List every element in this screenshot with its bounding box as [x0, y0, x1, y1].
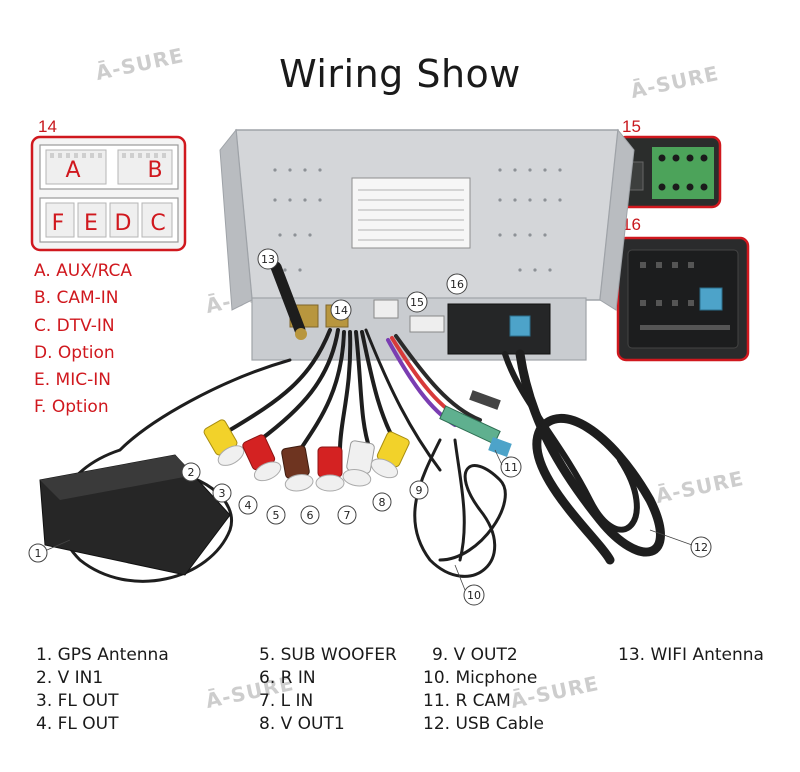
- callout-15: 15: [406, 291, 428, 313]
- svg-text:9: 9: [416, 484, 423, 497]
- box-label-16: 16: [622, 215, 641, 234]
- svg-text:13: 13: [261, 253, 275, 266]
- callout-12: 12: [690, 536, 712, 558]
- svg-text:15: 15: [410, 296, 424, 309]
- svg-text:5: 5: [273, 509, 280, 522]
- svg-text:2: 2: [188, 466, 195, 479]
- svg-text:3: 3: [219, 487, 226, 500]
- callout-7: 7: [337, 505, 357, 525]
- gps-antenna: [39, 448, 233, 583]
- legend-item: 12. USB Cable: [423, 714, 545, 734]
- svg-text:10: 10: [467, 589, 481, 602]
- legend-item: 5. SUB WOOFER: [259, 645, 397, 665]
- head-unit-chassis: [219, 128, 635, 361]
- svg-text:11: 11: [504, 461, 518, 474]
- svg-text:14: 14: [334, 304, 348, 317]
- legend-item: 4. FL OUT: [36, 714, 119, 734]
- callout-6: 6: [300, 505, 320, 525]
- svg-text:16: 16: [450, 278, 464, 291]
- connector-list-item: E. MIC-IN: [34, 370, 111, 391]
- connector-letter-d: D: [115, 211, 132, 236]
- box-label-14: 14: [38, 117, 57, 136]
- connector-list-item: B. CAM-IN: [34, 288, 119, 309]
- page-title: Wiring Show: [279, 52, 521, 96]
- connector-letter-f: F: [52, 211, 65, 236]
- callout-13: 13: [257, 248, 279, 270]
- legend-item: 1. GPS Antenna: [36, 645, 169, 665]
- connector-letter-e: E: [84, 211, 98, 236]
- callout-14: 14: [330, 299, 352, 321]
- legend-column-4: 13. WIFI Antenna: [618, 644, 764, 667]
- legend-item: 9. V OUT2: [432, 645, 518, 665]
- svg-text:6: 6: [307, 509, 314, 522]
- callouts: 1 2 3 4 5 6 7: [28, 248, 712, 606]
- svg-text:4: 4: [245, 499, 252, 512]
- svg-text:1: 1: [35, 547, 42, 560]
- connector-15-closeup: [616, 135, 722, 209]
- connector-list: A. AUX/RCA B. CAM-IN C. DTV-IN D. Option…: [34, 258, 132, 422]
- connector-letter-a: A: [65, 158, 80, 183]
- legend-column-2: 5. SUB WOOFER 6. R IN 7. L IN 8. V OUT1: [259, 644, 397, 736]
- callout-16: 16: [446, 273, 468, 295]
- callout-2: 2: [181, 462, 201, 482]
- callout-11: 11: [500, 456, 522, 478]
- cables: [118, 328, 665, 578]
- connector-list-item: A. AUX/RCA: [34, 261, 133, 281]
- legend-item: 2. V IN1: [36, 668, 104, 688]
- svg-text:7: 7: [344, 509, 351, 522]
- callout-1: 1: [28, 543, 48, 563]
- callout-5: 5: [266, 505, 286, 525]
- callout-10: 10: [463, 584, 485, 606]
- legend-item: 10. Micphone: [423, 668, 538, 688]
- legend-item: 11. R CAM: [423, 691, 511, 711]
- connector-letter-b: B: [147, 158, 162, 183]
- rca-plugs: [203, 419, 410, 492]
- legend-item: 6. R IN: [259, 668, 316, 688]
- connector-14-closeup: A B F E D C: [30, 135, 187, 252]
- connector-list-item: D. Option: [34, 342, 115, 363]
- leader-lines: [46, 449, 693, 591]
- legend-item: 3. FL OUT: [36, 691, 119, 711]
- legend-column-3: 9. V OUT2 10. Micphone 11. R CAM 12. USB…: [423, 644, 544, 736]
- connector-letter-c: C: [150, 211, 165, 236]
- wire-bundle: [386, 334, 512, 457]
- wifi-antenna: [270, 261, 307, 340]
- legend-item: 13. WIFI Antenna: [618, 645, 764, 665]
- box-label-15: 15: [622, 117, 641, 136]
- callout-4: 4: [238, 495, 258, 515]
- callout-9: 9: [409, 480, 429, 500]
- callout-8: 8: [372, 492, 392, 512]
- svg-text:8: 8: [379, 496, 386, 509]
- svg-text:12: 12: [694, 541, 708, 554]
- callout-3: 3: [212, 483, 232, 503]
- connector-list-item: F. Option: [34, 397, 109, 418]
- legend-item: 8. V OUT1: [259, 714, 345, 734]
- connector-16-closeup: [616, 236, 750, 362]
- connector-list-item: C. DTV-IN: [34, 315, 115, 336]
- legend-item: 7. L IN: [259, 691, 314, 711]
- legend-column-1: 1. GPS Antenna 2. V IN1 3. FL OUT 4. FL …: [36, 644, 169, 736]
